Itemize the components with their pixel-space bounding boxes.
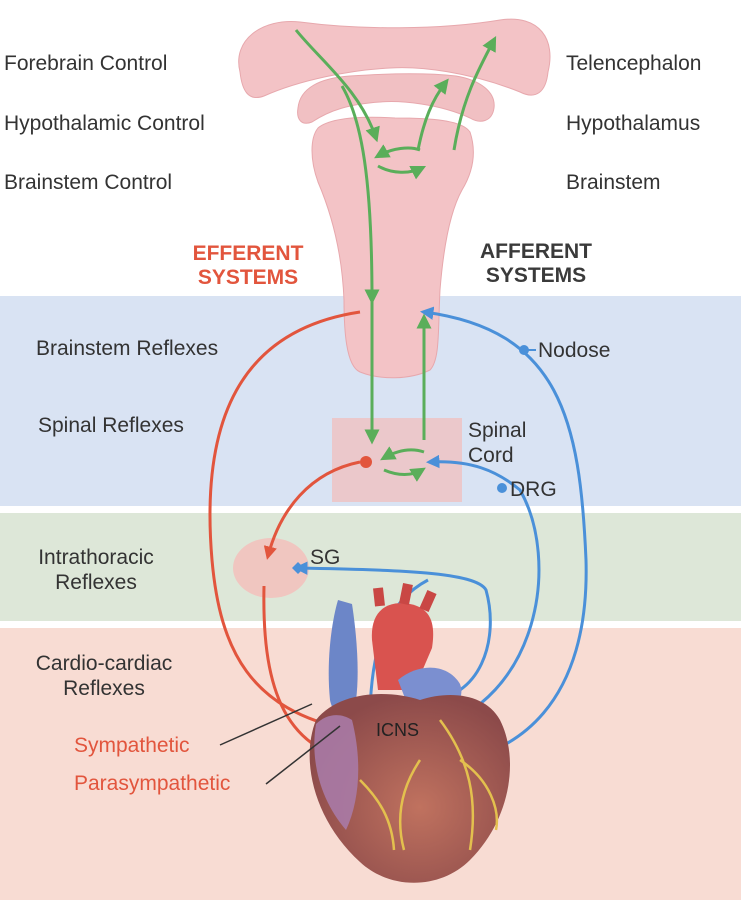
- efferent-spinal-to-sg: [263, 460, 361, 560]
- label-parasympathetic: Parasympathetic: [74, 772, 231, 795]
- heart-body: [309, 694, 510, 883]
- afferent-heading-line1: AFFERENT: [480, 240, 592, 263]
- label-cardio-cardiac-reflexes: Cardio-cardiac Reflexes: [28, 651, 180, 701]
- heart-illustration: [309, 583, 510, 883]
- efferent-heading-line1: EFFERENT: [192, 242, 304, 265]
- afferent-heading-line2: SYSTEMS: [485, 264, 587, 287]
- intrathoracic-line2: Reflexes: [55, 571, 137, 594]
- label-hypothalamic-control: Hypothalamic Control: [4, 112, 205, 135]
- descending-path-hypothalamic: [340, 85, 380, 305]
- brain: [238, 18, 551, 379]
- afferent-drg-to-spinal: [425, 454, 541, 732]
- afferent-systems-heading: AFFERENT SYSTEMS: [470, 240, 602, 288]
- intrathoracic-line1: Intrathoracic: [38, 546, 154, 569]
- brainstem-loop-lower: [377, 164, 427, 180]
- label-brainstem: Brainstem: [566, 171, 661, 194]
- intrathoracic-reflex-band: [0, 513, 741, 621]
- efferent-spinal-node: [360, 456, 372, 468]
- label-intrathoracic-reflexes: Intrathoracic Reflexes: [30, 545, 162, 595]
- brainstem-shape: [311, 116, 474, 379]
- vena-cava: [328, 600, 358, 715]
- right-atrium: [314, 715, 359, 830]
- spinal-cord-line1: Spinal: [468, 419, 527, 442]
- ascending-path-telencephalon: [452, 36, 497, 151]
- afferent-pathways: [293, 306, 588, 766]
- cardio-line1: Cardio-cardiac: [35, 652, 173, 675]
- spinal-loop-lower: [383, 467, 426, 482]
- sg-ganglion: [233, 538, 309, 598]
- label-brainstem-control: Brainstem Control: [4, 171, 173, 194]
- spinal-loop-upper: [380, 446, 425, 461]
- label-forebrain-control: Forebrain Control: [4, 52, 168, 75]
- ascending-path-hypothalamus: [416, 78, 449, 151]
- efferent-systems-heading: EFFERENT SYSTEMS: [186, 242, 310, 290]
- afferent-heart-to-sg: [293, 561, 492, 702]
- sg-afferent-diamond: [292, 562, 304, 574]
- label-icns: ICNS: [376, 720, 420, 740]
- coronary-vessels: [359, 719, 499, 851]
- telencephalon-shape: [238, 18, 551, 98]
- central-pathways: [294, 29, 497, 482]
- efferent-brainstem-to-heart: [208, 310, 361, 735]
- spinal-cord-box: [332, 418, 462, 502]
- label-nodose: Nodose: [538, 339, 611, 362]
- descending-path-forebrain: [294, 29, 380, 143]
- afferent-heart-to-nodose: [419, 306, 588, 766]
- label-telencephalon: Telencephalon: [566, 52, 702, 75]
- label-spinal-cord: Spinal Cord: [468, 418, 526, 468]
- label-hypothalamus: Hypothalamus: [566, 112, 701, 135]
- parasympathetic-leader: [265, 725, 341, 785]
- aorta: [371, 603, 434, 690]
- efferent-heading-line2: SYSTEMS: [197, 266, 299, 289]
- hypothalamus-shape: [297, 73, 495, 124]
- label-brainstem-reflexes: Brainstem Reflexes: [36, 337, 219, 360]
- sympathetic-leader: [219, 703, 313, 746]
- label-drg: DRG: [510, 478, 557, 501]
- label-sg: SG: [310, 546, 341, 569]
- label-sympathetic: Sympathetic: [74, 734, 190, 757]
- drg-node: [497, 483, 507, 493]
- label-spinal-reflexes: Spinal Reflexes: [38, 414, 184, 437]
- aorta-branches: [373, 583, 437, 613]
- brainstem-loop-upper: [374, 144, 421, 159]
- spinal-cord-line2: Cord: [468, 444, 514, 467]
- cardio-line2: Reflexes: [63, 677, 145, 700]
